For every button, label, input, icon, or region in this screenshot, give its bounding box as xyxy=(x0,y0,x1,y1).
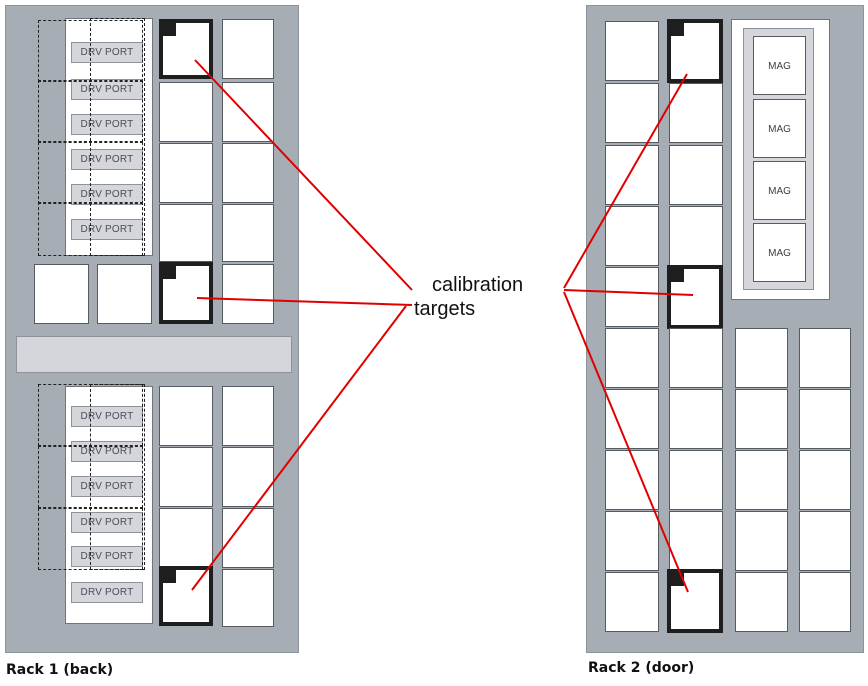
slot[interactable] xyxy=(735,328,788,388)
drive-outline xyxy=(90,384,145,570)
rack-2: MAG MAG MAG MAG xyxy=(586,5,864,653)
slot[interactable] xyxy=(159,82,213,142)
slot[interactable] xyxy=(799,572,851,632)
slot[interactable] xyxy=(735,511,788,571)
callout-line xyxy=(563,289,694,296)
slot[interactable] xyxy=(735,572,788,632)
slot[interactable] xyxy=(159,143,213,203)
callout-line xyxy=(563,73,688,289)
slot[interactable] xyxy=(605,511,659,571)
slot[interactable] xyxy=(222,19,274,79)
slot[interactable] xyxy=(605,83,659,143)
rack-1: DRV PORT DRV PORT DRV PORT DRV PORT DRV … xyxy=(5,5,299,653)
slot[interactable] xyxy=(669,450,723,510)
drive-port[interactable]: DRV PORT xyxy=(71,42,143,63)
slot[interactable] xyxy=(735,389,788,449)
slot[interactable] xyxy=(222,447,274,507)
slot[interactable] xyxy=(605,572,659,632)
slot[interactable] xyxy=(605,206,659,266)
slot[interactable] xyxy=(222,82,274,142)
slot[interactable] xyxy=(222,569,274,627)
slot[interactable] xyxy=(605,389,659,449)
slot[interactable] xyxy=(222,386,274,446)
drive-port[interactable]: DRV PORT xyxy=(71,184,143,205)
slot[interactable] xyxy=(159,386,213,446)
slot[interactable] xyxy=(222,204,274,262)
slot[interactable] xyxy=(222,143,274,203)
magazine[interactable]: MAG xyxy=(753,161,806,220)
slot[interactable] xyxy=(159,204,213,262)
drive-port[interactable]: DRV PORT xyxy=(71,582,143,603)
callout-label-line2: targets xyxy=(414,298,476,320)
slot[interactable] xyxy=(669,145,723,205)
callout-label: calibration xyxy=(432,274,523,296)
callout-line xyxy=(194,59,413,291)
slot[interactable] xyxy=(669,83,723,143)
calibration-target-slot[interactable] xyxy=(159,19,213,79)
slot[interactable] xyxy=(669,328,723,388)
slot[interactable] xyxy=(222,264,274,324)
drive-outline xyxy=(90,18,145,256)
calibration-target-slot[interactable] xyxy=(667,19,723,83)
slot[interactable] xyxy=(159,508,213,568)
calibration-target-slot[interactable] xyxy=(159,566,213,626)
slot[interactable] xyxy=(34,264,89,324)
slot[interactable] xyxy=(799,450,851,510)
slot[interactable] xyxy=(605,145,659,205)
slot[interactable] xyxy=(799,511,851,571)
calibration-target-slot[interactable] xyxy=(159,262,213,324)
callout-line xyxy=(563,291,689,593)
slot[interactable] xyxy=(799,389,851,449)
slot[interactable] xyxy=(799,328,851,388)
slot[interactable] xyxy=(605,328,659,388)
slot[interactable] xyxy=(159,447,213,507)
slot[interactable] xyxy=(735,450,788,510)
callout-label-line1: calibration xyxy=(432,274,524,296)
slot[interactable] xyxy=(97,264,152,324)
rack-shelf xyxy=(16,336,292,373)
callout-line xyxy=(191,305,407,591)
slot[interactable] xyxy=(605,21,659,81)
callout-line xyxy=(196,297,413,306)
slot[interactable] xyxy=(669,389,723,449)
callout-label-2: targets xyxy=(414,298,475,320)
magazine[interactable]: MAG xyxy=(753,223,806,282)
magazine[interactable]: MAG xyxy=(753,36,806,95)
rack-1-caption: Rack 1 (back) xyxy=(6,662,114,678)
magazine[interactable]: MAG xyxy=(753,99,806,158)
calibration-target-slot[interactable] xyxy=(667,265,723,329)
drive-port[interactable]: DRV PORT xyxy=(71,149,143,170)
slot[interactable] xyxy=(605,267,659,327)
drive-port[interactable]: DRV PORT xyxy=(71,79,143,100)
rack-2-caption: Rack 2 (door) xyxy=(588,660,695,676)
